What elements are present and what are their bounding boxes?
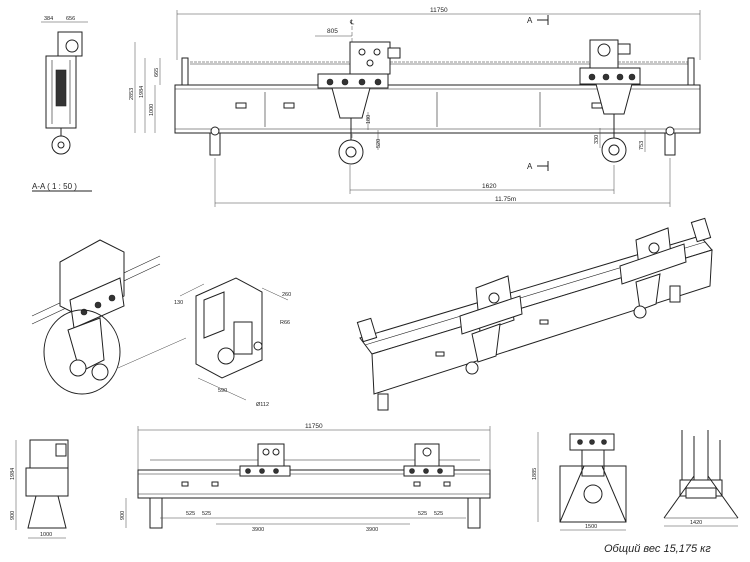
centerline-mark: ℄ [349,19,355,26]
det-d112: Ø112 [256,402,269,408]
dim-180: 180 [366,115,372,124]
section-marker-a-bottom: A [527,162,533,171]
dim-11-75m: 11.75m [495,196,516,203]
dim-1620: 1620 [482,183,497,190]
bottom-side-view: 1984 900 1000 [10,439,69,539]
dim-330: 330 [594,135,600,144]
top-front-view: 11750 ℄ A 805 [129,7,701,207]
dim-2853: 2853 [129,88,135,100]
end-dim-1420: 1420 [690,520,702,526]
bottom-dim-525-2: 525 [202,511,211,517]
dim-805: 805 [327,28,338,35]
bottom-dim-900: 900 [120,511,126,520]
bottom-dim-3900-2: 3900 [366,527,378,533]
dim-overall-length: 11750 [430,7,448,14]
bottom-dim-3900-1: 3900 [252,527,264,533]
end-dim-1885: 1885 [532,468,538,480]
det-260: 260 [282,292,291,298]
bottom-dim-525-1: 525 [186,511,195,517]
dim-1000: 1000 [149,104,155,116]
det-r66: R66 [280,320,290,326]
end-view-left: 1885 1500 [532,432,627,531]
iso-overall-view [356,217,713,411]
dim-753: 753 [639,141,645,150]
section-view-aa: 384 656 A-A ( 1 : 50 ) [32,16,92,192]
bottom-dim-525-4: 525 [434,511,443,517]
dim-665: 665 [154,68,160,77]
bottom-front-view: 11750 900 525 525 525 525 3 [120,423,491,533]
bottom-dim-525-3: 525 [418,511,427,517]
side-dim-900: 900 [10,511,16,520]
left-trolley-body [349,41,391,75]
bracket-detail: 130 260 R66 590 Ø112 [174,277,291,408]
total-weight-note: Общий вес 15,175 кг [604,543,711,555]
dim-1984-top: 1984 [139,86,145,98]
bottom-dim-11750: 11750 [305,423,323,430]
iso-trolley-detail [31,239,187,395]
dim-520: 520 [376,139,382,148]
det-590: 590 [218,388,227,394]
end-view-right: 1420 [663,430,739,527]
side-dim-1984: 1984 [10,468,16,480]
section-view-title: A-A ( 1 : 50 ) [32,182,77,191]
det-130: 130 [174,300,183,306]
section-marker-a-top: A [527,16,533,25]
dim-656: 656 [66,16,75,22]
side-dim-1000: 1000 [40,532,52,538]
dim-384: 384 [44,16,53,22]
end-dim-1500: 1500 [585,524,597,530]
